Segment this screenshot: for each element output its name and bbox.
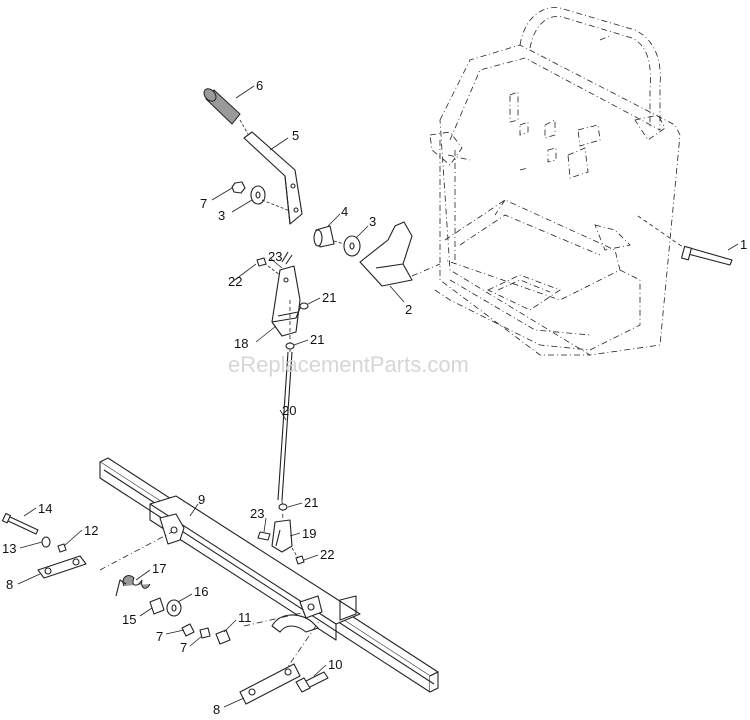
bolt-part-1 <box>637 215 733 266</box>
callout-11: 11 <box>238 610 252 625</box>
callout-leaders <box>17 85 739 708</box>
callout-7-bottom: 7 <box>180 640 187 655</box>
callout-3-left: 3 <box>218 208 225 223</box>
spring-assembly <box>115 575 231 645</box>
callout-15: 15 <box>122 612 136 627</box>
callout-18: 18 <box>234 336 248 351</box>
callout-22-top: 22 <box>228 274 242 289</box>
callout-20: 20 <box>282 403 296 418</box>
clips-part-21 <box>278 302 309 511</box>
callout-7-lower: 7 <box>156 629 163 644</box>
pivot-bracket-part-18 <box>256 251 301 337</box>
frame-assembly <box>429 7 681 356</box>
lever-part-5 <box>243 131 303 225</box>
callout-6: 6 <box>256 78 263 93</box>
bolt-part-10 <box>295 671 329 693</box>
callout-16: 16 <box>194 584 208 599</box>
callout-10: 10 <box>328 657 342 672</box>
callout-2: 2 <box>405 302 412 317</box>
callout-8-left: 8 <box>6 577 13 592</box>
callout-13: 13 <box>2 541 16 556</box>
callout-7-top: 7 <box>200 196 207 211</box>
callout-14: 14 <box>38 501 52 516</box>
callout-19: 19 <box>302 526 316 541</box>
callout-23-bottom: 23 <box>250 506 264 521</box>
bracket-part-2 <box>359 221 441 287</box>
callout-22-bottom: 22 <box>320 547 334 562</box>
callout-23-top: 23 <box>268 249 282 264</box>
plate-part-8-right <box>239 663 301 705</box>
callout-8-bottom: 8 <box>213 702 220 717</box>
callout-17: 17 <box>152 561 166 576</box>
bar-part-9 <box>99 457 439 693</box>
callout-3-right: 3 <box>369 214 376 229</box>
callout-4: 4 <box>341 204 348 219</box>
plate-part-8-left <box>37 555 87 579</box>
grip-part-6 <box>203 88 249 135</box>
pivot-hardware <box>231 181 361 257</box>
callout-labels: 1 2 3 3 4 5 6 7 7 7 8 8 9 10 11 12 13 14… <box>2 78 747 717</box>
callout-12: 12 <box>84 523 98 538</box>
callout-21-mid: 21 <box>310 332 324 347</box>
callout-21-bottom: 21 <box>304 495 318 510</box>
callout-9: 9 <box>198 492 205 507</box>
callout-21-top: 21 <box>322 290 336 305</box>
callout-1: 1 <box>740 237 747 252</box>
callout-5: 5 <box>292 128 299 143</box>
watermark: eReplacementParts.com <box>228 352 469 377</box>
clevis-part-19 <box>257 519 305 565</box>
